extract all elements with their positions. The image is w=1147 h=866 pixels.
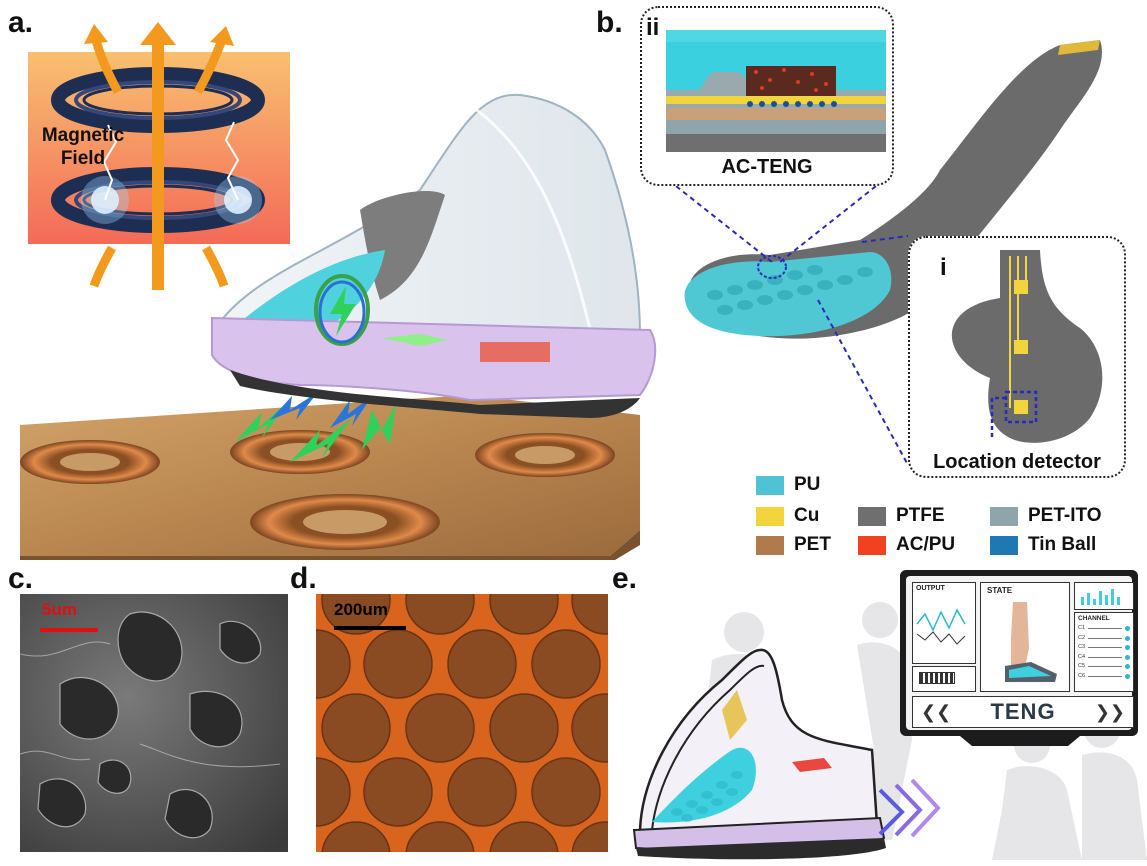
magnetic-field-line-2: Field	[60, 148, 106, 169]
charging-board	[20, 395, 640, 560]
legend-item-tin-ball: Tin Ball	[990, 534, 1096, 556]
channel-row: C5	[1078, 662, 1130, 672]
output-signal-plot	[916, 608, 966, 645]
ac-teng-cross-section	[666, 30, 886, 152]
legend-swatch	[756, 506, 784, 526]
legend-swatch	[990, 535, 1018, 555]
legend-item-pet-ito: PET-ITO	[990, 505, 1102, 527]
teng-dashboard: OUTPUT STATE CHANNEL C1 C2 C3 C	[900, 570, 1138, 736]
output-label: OUTPUT	[916, 585, 945, 592]
channel-label: CHANNEL	[1078, 615, 1110, 622]
magnetic-field-line-1: Magnetic	[41, 125, 125, 146]
teng-banner: ❮❮ TENG ❯❯	[912, 696, 1134, 728]
panel-a-illustration	[20, 22, 657, 560]
legend-item-pet: PET	[756, 534, 831, 556]
legend-label: Cu	[794, 505, 820, 526]
channel-row: C1	[1078, 624, 1130, 634]
location-detector-caption: Location detector	[933, 451, 1101, 473]
panel-b-illustration	[661, 40, 1102, 466]
motion-chevrons	[878, 778, 941, 838]
channel-list: C1 C2 C3 C4 C5 C6	[1075, 624, 1133, 681]
channel-row: C6	[1078, 672, 1130, 682]
bars-mini-panel	[1074, 582, 1134, 610]
optical-micrograph	[316, 594, 608, 852]
teng-title: TENG	[990, 699, 1056, 724]
legend-swatch	[858, 535, 886, 555]
legend-label: Tin Ball	[1028, 534, 1097, 555]
state-panel: STATE	[980, 582, 1070, 692]
chevron-right-icon: ❯❯	[1094, 701, 1125, 722]
panel-c-label: c.	[8, 562, 34, 595]
panel-e-label: e.	[612, 562, 638, 595]
legend-item-pu: PU	[756, 474, 820, 496]
insole-model	[684, 40, 1102, 339]
output-panel: OUTPUT	[912, 582, 976, 664]
panel-a-label: a.	[8, 6, 34, 39]
detail-i-label: i	[940, 254, 947, 281]
magnetic-field-text: Magnetic Field	[28, 124, 138, 170]
smart-shoe-wireframe	[632, 648, 886, 860]
legend-label: AC/PU	[896, 534, 956, 555]
legend-swatch	[990, 506, 1018, 526]
legend-item-ac-pu: AC/PU	[858, 534, 955, 556]
panel-d-label: d.	[290, 562, 317, 595]
legend-item-cu: Cu	[756, 505, 819, 527]
legend-swatch	[756, 535, 784, 555]
battery-indicator	[912, 666, 976, 692]
legend-item-ptfe: PTFE	[858, 505, 945, 527]
legend-label: PET	[794, 534, 831, 555]
panel-b-label: b.	[596, 6, 623, 39]
channel-row: C2	[1078, 634, 1130, 644]
mini-bar-graph	[1081, 589, 1120, 605]
legend-label: PET-ITO	[1028, 505, 1102, 526]
channel-panel: CHANNEL C1 C2 C3 C4 C5 C6	[1074, 612, 1134, 692]
magnetic-field-inset	[28, 22, 290, 290]
smart-shoe-model	[211, 93, 657, 418]
dashboard-stand	[960, 736, 1080, 746]
channel-row: C4	[1078, 653, 1130, 663]
state-label: STATE	[987, 586, 1013, 595]
location-detector-diagram	[951, 250, 1103, 443]
energy-bolts	[235, 392, 396, 462]
chevron-left-icon: ❮❮	[921, 701, 952, 722]
sem-micrograph	[20, 594, 288, 852]
scale-bar-5um: 5um	[42, 600, 77, 619]
ac-teng-caption: AC-TENG	[721, 156, 813, 178]
detail-ii-label: ii	[646, 14, 660, 41]
legend-swatch	[858, 506, 886, 526]
legend-label: PTFE	[896, 505, 945, 526]
channel-row: C3	[1078, 643, 1130, 653]
legend-swatch	[756, 475, 784, 495]
scale-bar-200um: 200um	[334, 600, 388, 619]
legend-label: PU	[794, 474, 821, 495]
leg-and-shoe-render	[1005, 602, 1057, 682]
